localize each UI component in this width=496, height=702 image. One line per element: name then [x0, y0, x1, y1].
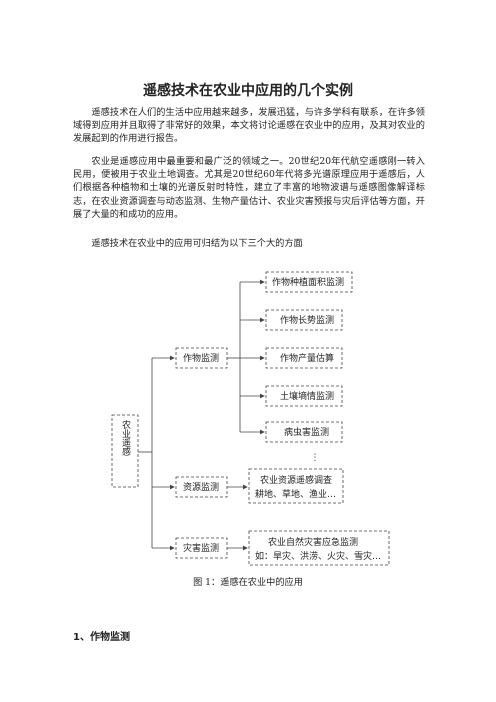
resource-child-line-1: 农业资源遥感调查 [260, 474, 332, 486]
root-label: 农业遥感 [120, 419, 131, 456]
crop-monitoring-box [175, 347, 228, 369]
crop-monitoring-label: 作物监测 [183, 352, 219, 364]
crop-child-box-3 [265, 347, 343, 369]
disaster-child-box [248, 530, 390, 566]
application-diagram: 农业遥感 作物监测 资源监测 灾害监测 作物种植面积监测 作物长势监测 作物产量… [111, 271, 390, 566]
resource-child-box [248, 468, 344, 504]
disaster-monitoring-label: 灾害监测 [183, 542, 219, 554]
crop-child-box-4 [265, 385, 343, 407]
resource-child-line-2: 耕地、草地、渔业… [255, 488, 336, 500]
resource-monitoring-box [175, 476, 228, 498]
crop-child-label-2: 作物长势监测 [280, 314, 334, 326]
summary-paragraph: 遥感技术在农业中的应用可归结为以下三个大的方面 [91, 238, 303, 249]
crop-child-label-3: 作物产量估算 [280, 352, 334, 364]
more-items-indicator: ⋮ [311, 453, 320, 463]
crop-child-box-2 [265, 309, 343, 331]
crop-child-box-5 [265, 421, 343, 443]
crop-child-box-1 [265, 271, 353, 293]
intro-paragraph: 遥感技术在人们的生活中应用越来越多，发展迅猛，与许多学科有联系，在许多领域得到应… [73, 107, 425, 145]
document-title: 遥感技术在农业中应用的几个实例 [143, 83, 353, 99]
crop-child-label-1: 作物种植面积监测 [272, 276, 344, 288]
history-paragraph: 农业是遥感应用中最重要和最广泛的领域之一。20世纪20年代航空遥感刚一转入民用，… [73, 156, 425, 220]
disaster-child-line-1: 农业自然灾害应急监测 [268, 536, 358, 548]
disaster-child-line-2: 如：旱灾、洪涝、火灾、雪灾… [255, 550, 381, 562]
section-heading: 1、作物监测 [73, 632, 130, 643]
disaster-monitoring-box [175, 537, 228, 559]
figure-caption: 图 1：遥感在农业中的应用 [193, 577, 303, 588]
crop-child-label-4: 土壤墒情监测 [280, 390, 334, 402]
resource-monitoring-label: 资源监测 [183, 481, 219, 493]
root-box [111, 414, 139, 488]
crop-child-label-5: 病虫害监测 [284, 426, 329, 438]
